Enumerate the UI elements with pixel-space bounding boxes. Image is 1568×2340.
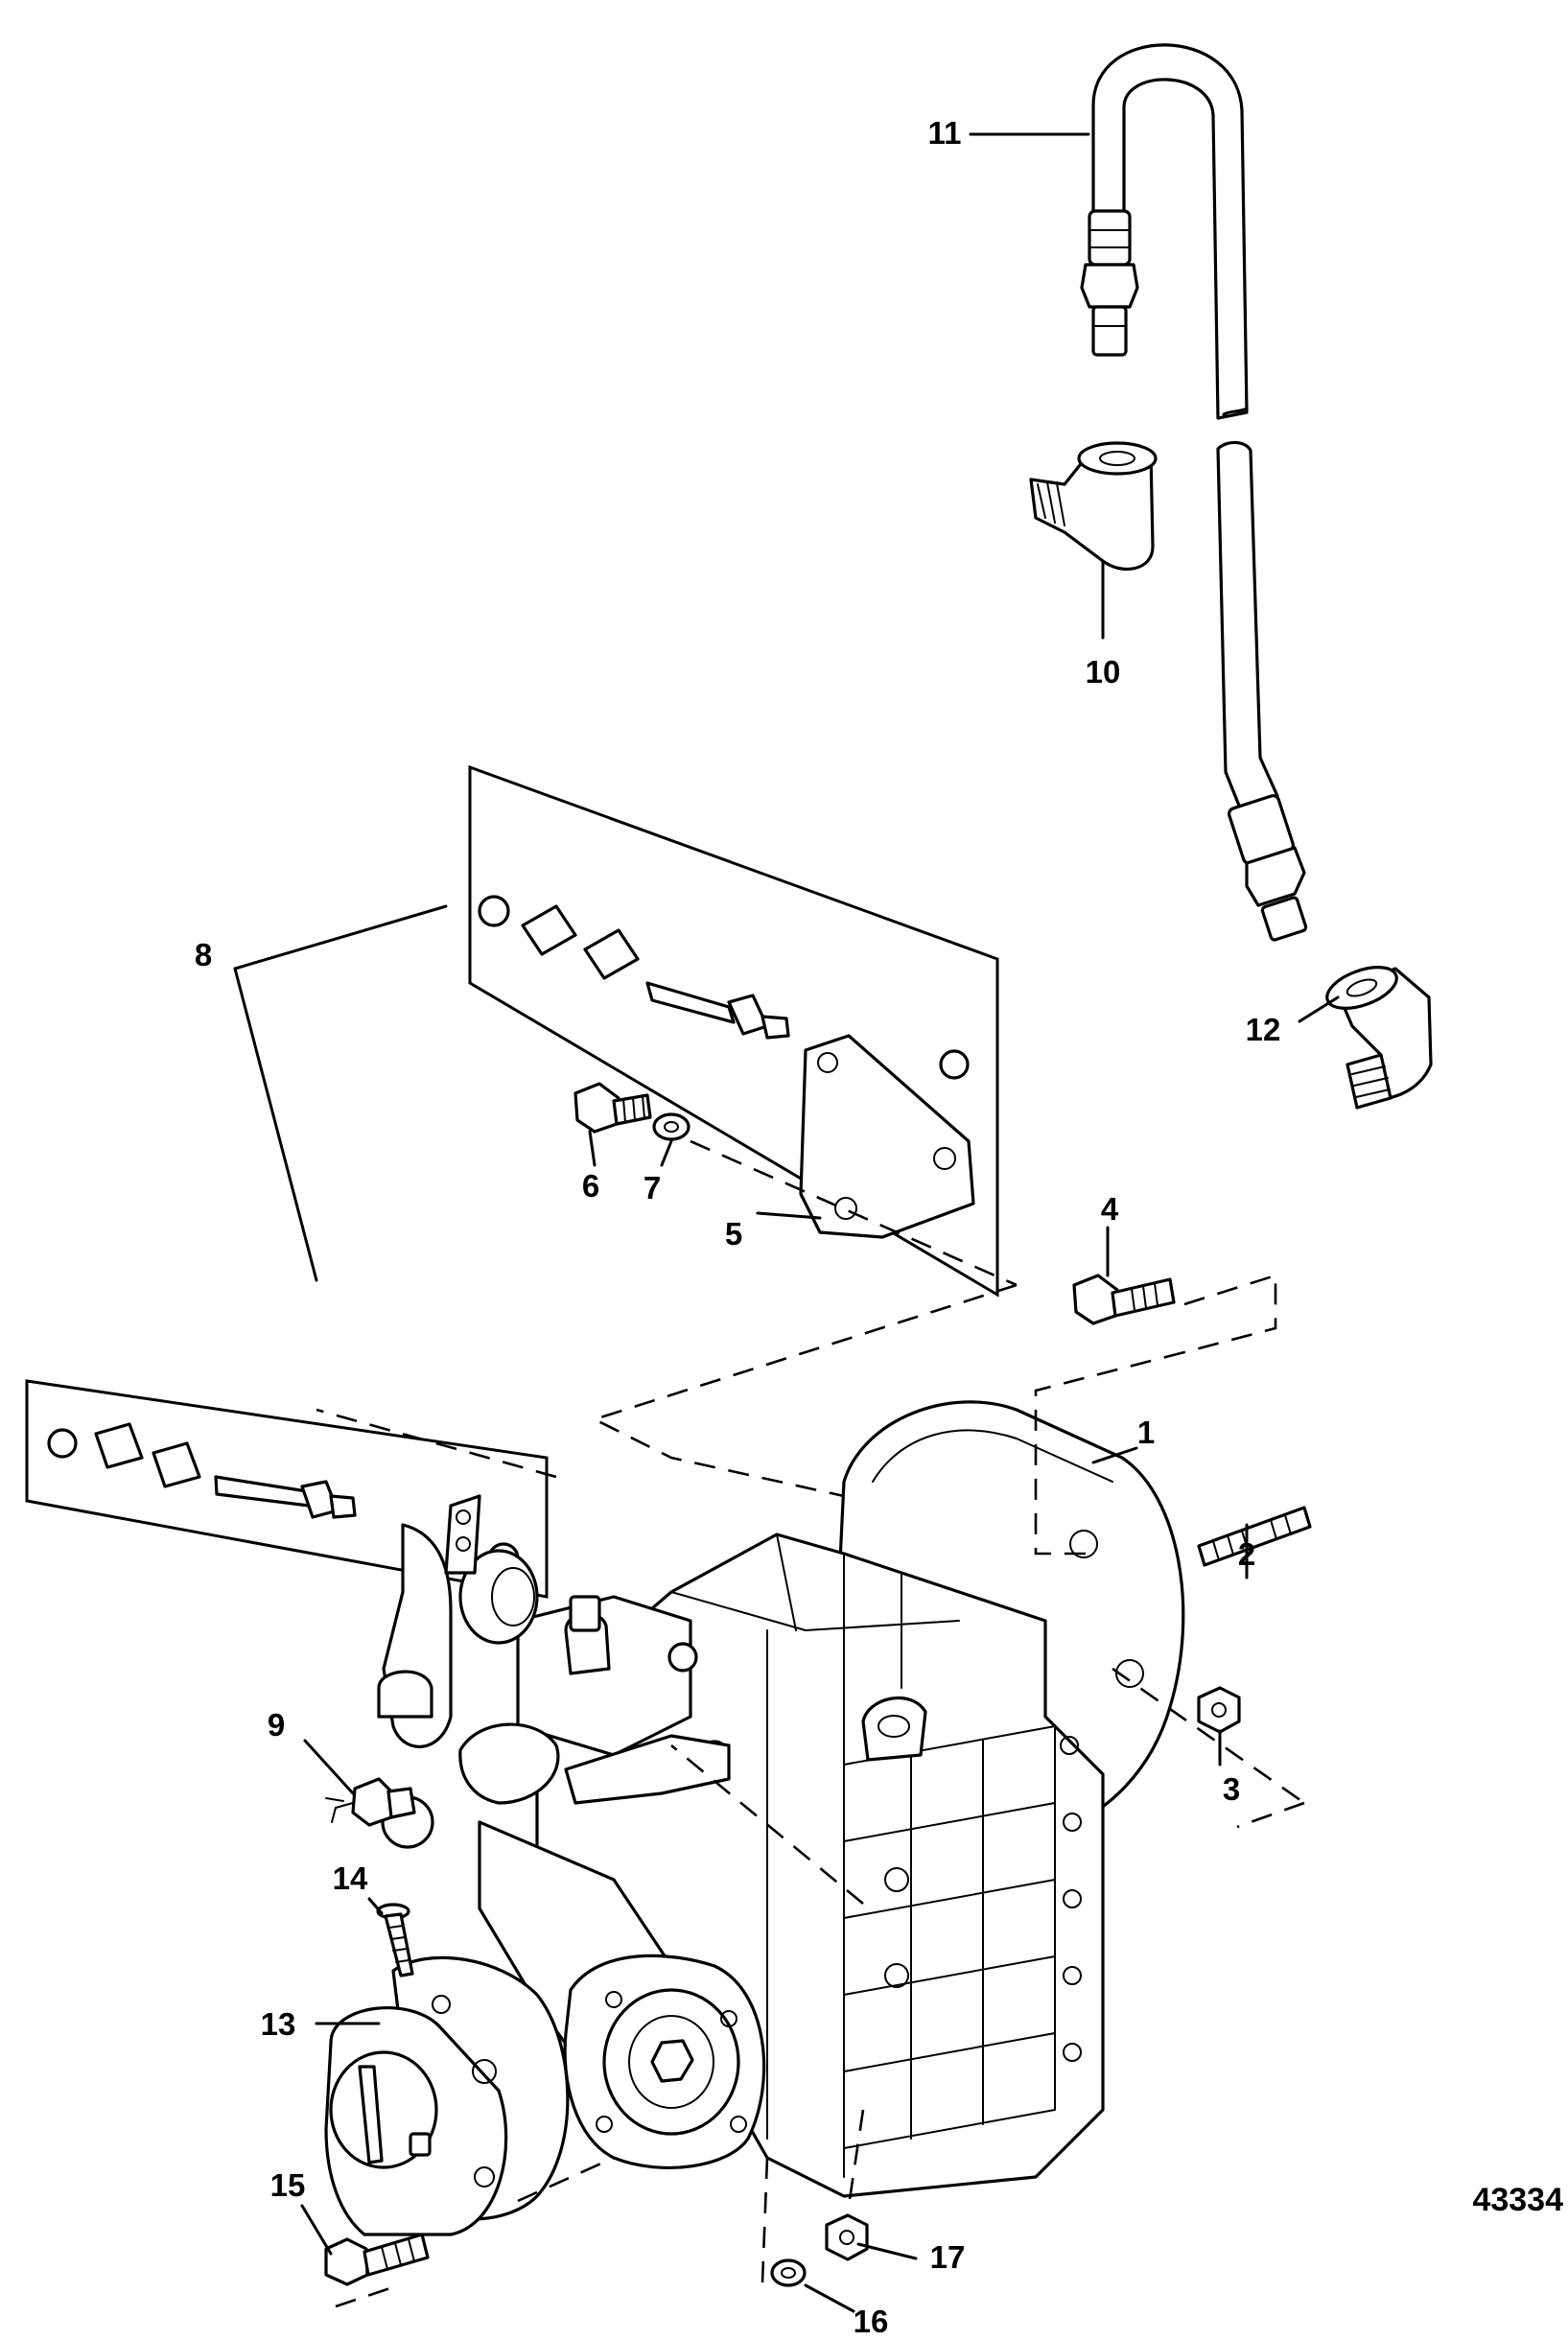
washer-16	[770, 2258, 807, 2287]
callout-11: 11	[928, 115, 962, 151]
callout-2: 2	[1238, 1536, 1255, 1572]
nut-3	[1197, 1686, 1241, 1734]
assembly-lines	[316, 1139, 1305, 2308]
temperature-sender-9	[325, 1777, 416, 1827]
bolt-15	[324, 2233, 430, 2286]
hose-11	[1080, 43, 1249, 420]
callout-9: 9	[268, 1707, 285, 1743]
callout-14: 14	[333, 1860, 368, 1896]
callout-10: 10	[1086, 654, 1121, 690]
callout-17: 17	[930, 2239, 966, 2275]
set-screw-14	[376, 1903, 414, 1977]
callout-5: 5	[725, 1216, 742, 1252]
elbow-fitting-12	[1325, 966, 1433, 1110]
callout-4: 4	[1101, 1191, 1119, 1227]
figure-number: 43334	[1472, 2182, 1563, 2218]
callout-1: 1	[1137, 1415, 1155, 1450]
elbow-fitting-10	[1029, 441, 1158, 571]
callout-15: 15	[270, 2167, 306, 2203]
callout-6: 6	[582, 1168, 599, 1204]
transmission-housing-1	[377, 1400, 1185, 2198]
callout-13: 13	[261, 2006, 296, 2042]
hose-lower-section	[1216, 440, 1308, 942]
washer-7	[652, 1112, 690, 1141]
drive-coupling-13	[324, 1955, 570, 2236]
mount-bracket-5	[799, 1034, 975, 1239]
bolt-6	[573, 1082, 652, 1134]
callout-7: 7	[644, 1170, 661, 1205]
stud-2	[1197, 1506, 1312, 1567]
callout-3: 3	[1223, 1771, 1240, 1807]
leader-lines	[233, 132, 1340, 2313]
callout-8: 8	[195, 937, 212, 972]
nut-17	[825, 2213, 869, 2261]
callout-12: 12	[1246, 1012, 1281, 1047]
bolt-4	[1072, 1274, 1176, 1325]
callout-labels: 1 2 3 4 5 6 7 8 9 10 11 12 13 14 15 16 1…	[195, 115, 1281, 2339]
callout-16: 16	[854, 2304, 889, 2339]
